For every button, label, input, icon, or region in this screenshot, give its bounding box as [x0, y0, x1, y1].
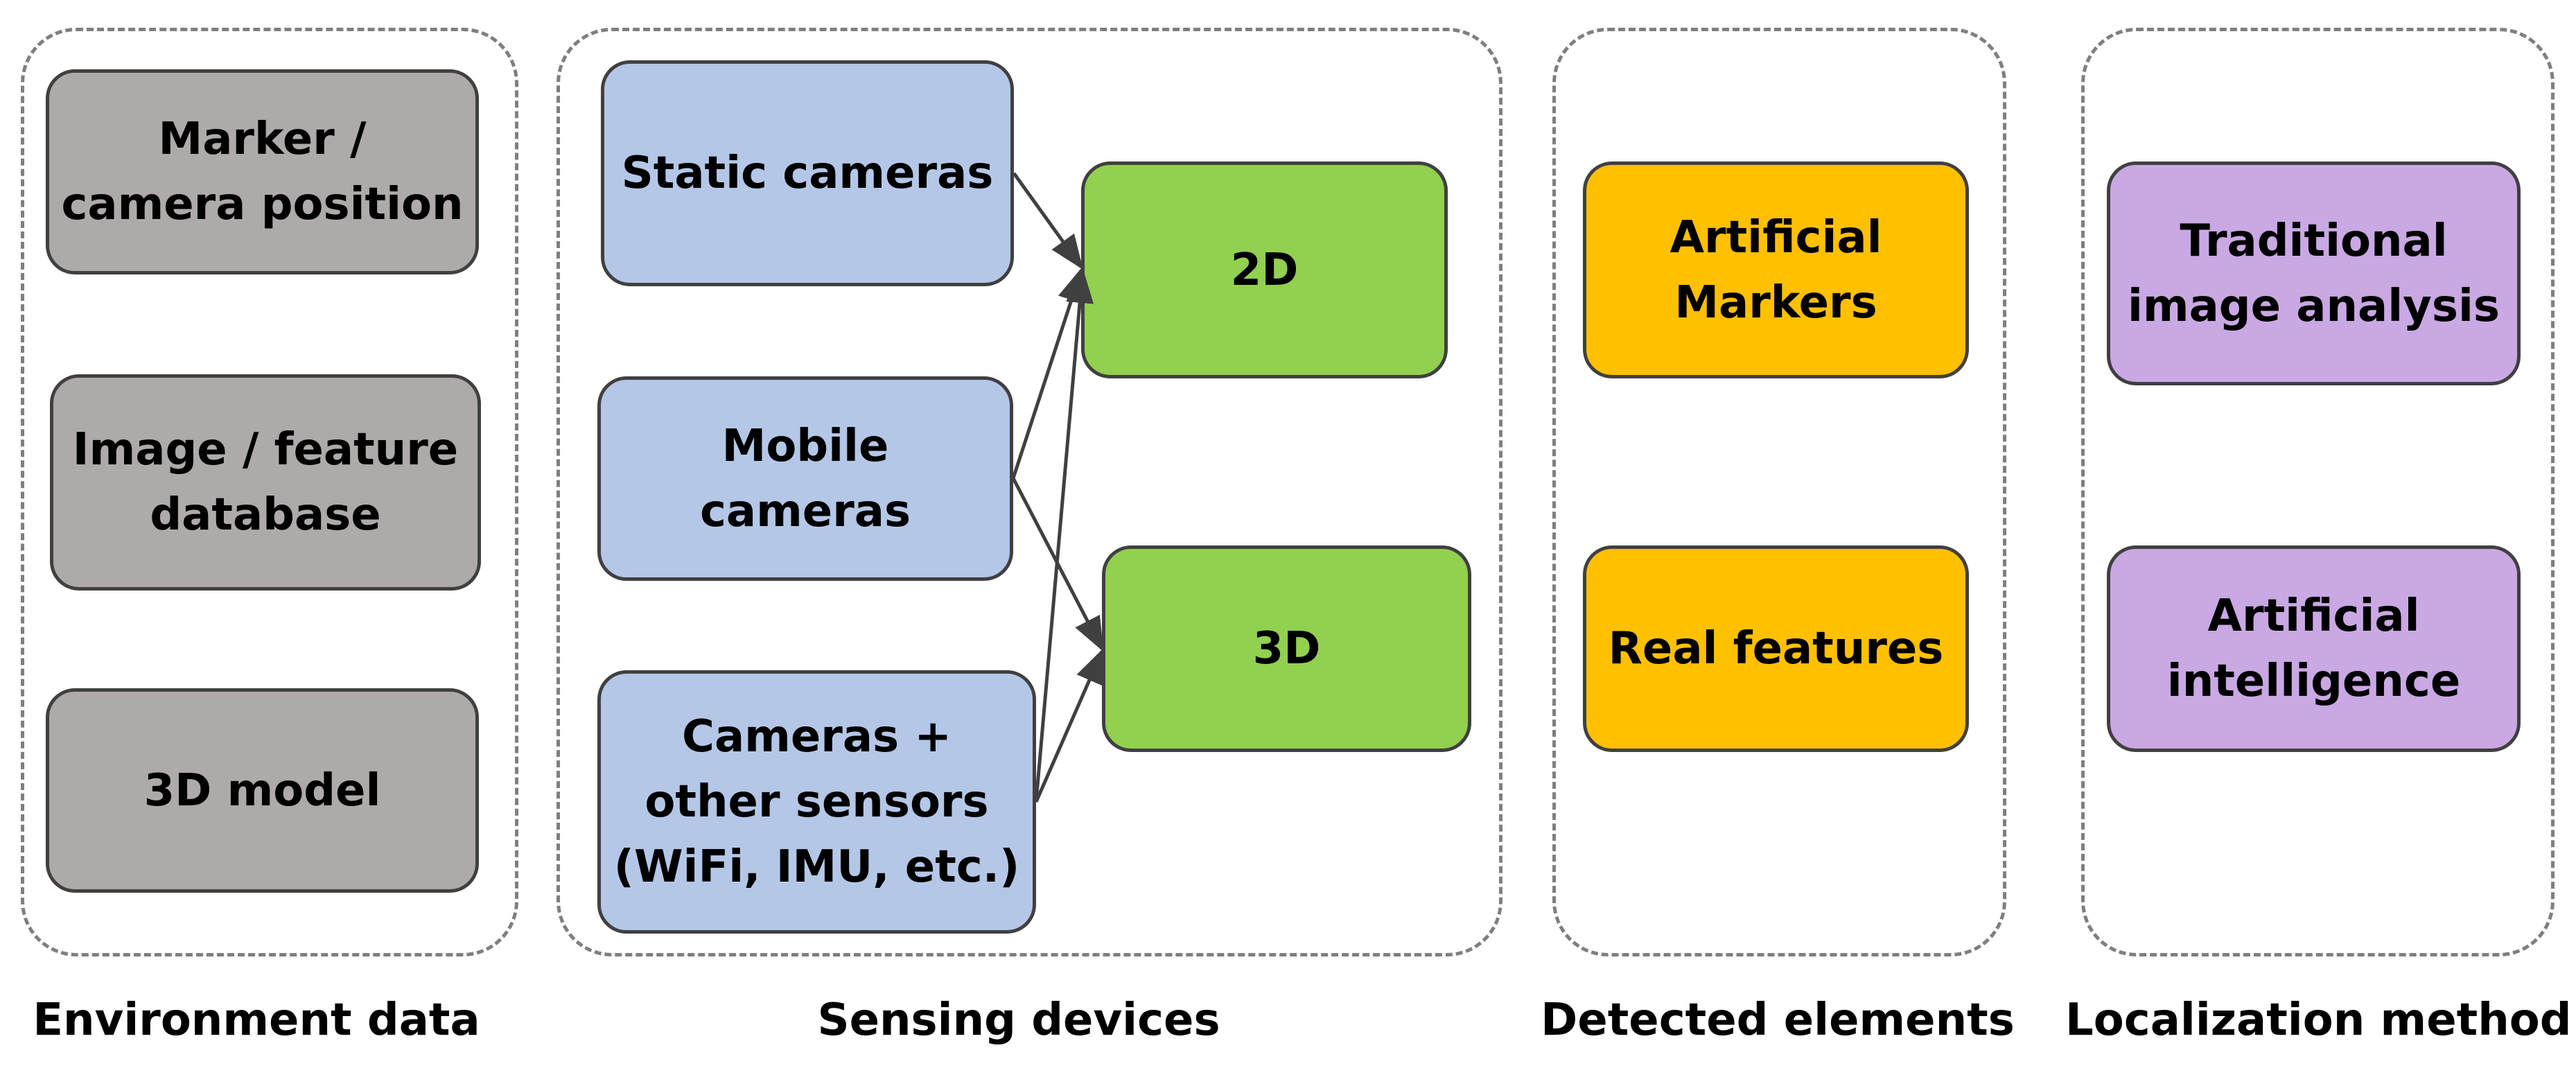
- 2d-output-box: 2D: [1081, 161, 1448, 378]
- detected-elements-caption: Detected elements: [1541, 995, 2015, 1046]
- 3d-model-box: 3D model: [46, 688, 479, 893]
- detected-elements-group: [1552, 28, 2006, 956]
- environment-data-group: [21, 28, 518, 956]
- marker-camera-position-box: Marker / camera position: [46, 69, 479, 274]
- environment-data-caption: Environment data: [33, 995, 480, 1046]
- traditional-image-analysis-box: Traditional image analysis: [2107, 161, 2521, 385]
- localization-method-group: [2081, 28, 2555, 956]
- artificial-intelligence-box: Artificial intelligence: [2107, 545, 2521, 752]
- image-feature-database-box: Image / feature database: [50, 374, 481, 591]
- artificial-markers-box: Artificial Markers: [1583, 161, 1969, 378]
- cameras-other-sensors-box: Cameras + other sensors (WiFi, IMU, etc.…: [597, 670, 1036, 934]
- static-cameras-box: Static cameras: [601, 60, 1014, 286]
- mobile-cameras-box: Mobile cameras: [597, 376, 1013, 581]
- sensing-devices-caption: Sensing devices: [817, 995, 1220, 1046]
- real-features-box: Real features: [1583, 545, 1969, 752]
- 3d-output-box: 3D: [1102, 545, 1471, 752]
- localization-method-caption: Localization method: [2065, 995, 2572, 1046]
- sensing-devices-group: [557, 28, 1502, 956]
